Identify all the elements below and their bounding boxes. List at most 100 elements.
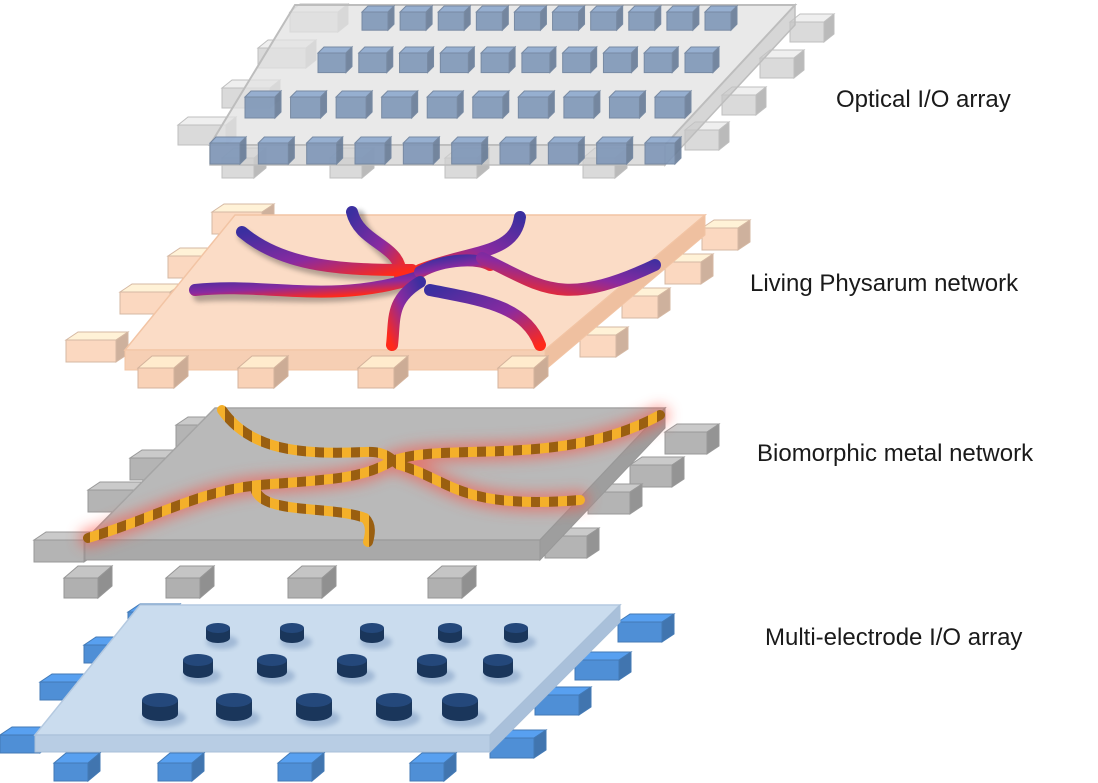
physarum-connector [136, 354, 190, 390]
optical-emitter-cube [380, 89, 419, 120]
electrode-pad [417, 654, 455, 684]
electrode-pad [337, 654, 375, 684]
optical-emitter-cube [643, 135, 683, 166]
electrode-pad [376, 693, 420, 727]
metal-connector [628, 456, 686, 488]
metal-front-connectors [62, 564, 478, 600]
optical-emitter-cube [595, 135, 634, 166]
multi-electrode-layer [0, 603, 676, 783]
layer-label-metal: Biomorphic metal network [757, 440, 1034, 467]
optical-emitter-cube [703, 4, 739, 32]
physarum-tube [476, 252, 661, 296]
optical-emitter-cube [520, 45, 558, 74]
optical-emitter-cube [289, 89, 328, 120]
physarum-connector [496, 354, 550, 390]
metal-wire [395, 460, 585, 507]
metal-wire [83, 410, 665, 543]
optical-emitter-grid [208, 4, 739, 166]
optical-emitter-cube [561, 45, 598, 74]
electrode-pad [483, 654, 521, 684]
electrode-pad [206, 623, 238, 649]
electrode-pad [296, 693, 340, 727]
optical-emitter-cube [316, 45, 354, 74]
optical-emitter-cube [257, 135, 296, 166]
optical-emitter-cube [562, 89, 602, 120]
optical-emitter-cube [305, 135, 344, 166]
optical-emitter-cube [357, 45, 394, 74]
optical-emitter-cube [450, 135, 489, 166]
layer-label-physarum: Living Physarum network [750, 270, 1019, 297]
optical-emitter-cube [665, 4, 701, 32]
electrode-pad-grid [142, 623, 536, 727]
optical-emitter-cube [513, 4, 548, 32]
metal-connector [62, 564, 114, 600]
physarum-connector [700, 219, 752, 251]
optical-emitter-cube [683, 45, 721, 74]
electrode-pad [257, 654, 295, 684]
metal-connector [164, 564, 216, 600]
physarum-connector [578, 326, 630, 358]
physarum-tubes [189, 206, 661, 351]
metal-connector [426, 564, 478, 600]
electrode-front-connectors [52, 751, 458, 783]
electrode-connector [52, 751, 102, 783]
physarum-connector [236, 354, 290, 390]
metal-wire [250, 483, 375, 547]
optical-emitter-cube [334, 89, 374, 120]
electrode-pad [360, 623, 392, 649]
electrode-plate-front [34, 734, 491, 753]
optical-emitter-cube [517, 89, 556, 120]
physarum-connector [64, 331, 130, 363]
optical-emitter-cube [398, 45, 435, 74]
electrode-pad [280, 623, 312, 649]
optical-emitter-cube [643, 45, 680, 74]
optical-emitter-cube [602, 45, 639, 74]
electrode-pad [438, 623, 470, 649]
optical-emitter-cube [353, 135, 393, 166]
physarum-network-layer [64, 203, 752, 390]
metal-connector [663, 423, 721, 455]
electrode-connector [156, 751, 206, 783]
optical-emitter-cube [439, 45, 476, 74]
optical-emitter-cube [479, 45, 517, 74]
metal-wires [83, 405, 665, 547]
physarum-front-connectors [136, 354, 550, 390]
optical-emitter-cube [360, 4, 396, 32]
optical-emitter-cube [437, 4, 472, 32]
electrode-pad [183, 654, 221, 684]
layer-label-optical: Optical I/O array [836, 86, 1011, 113]
electrode-connector [276, 751, 326, 783]
optical-emitter-cube [402, 135, 441, 166]
metal-wire [217, 405, 405, 470]
optical-emitter-cube [498, 135, 538, 166]
optical-emitter-cube [208, 135, 248, 166]
optical-emitter-cube [398, 4, 434, 32]
layer-label-electrode: Multi-electrode I/O array [765, 624, 1023, 651]
physarum-tube [189, 272, 421, 298]
optical-emitter-cube [627, 4, 662, 32]
biomorphic-metal-layer [32, 405, 721, 600]
optical-connector [788, 12, 836, 44]
electrode-pad [442, 693, 486, 727]
metal-plate-front [84, 539, 541, 561]
electrode-pad [142, 693, 186, 727]
electrode-connector [573, 651, 633, 681]
optical-emitter-cube [653, 89, 693, 120]
electrode-pad [216, 693, 260, 727]
optical-emitter-cube [551, 4, 586, 32]
physarum-tube [424, 284, 546, 351]
optical-io-array-layer [176, 2, 836, 180]
electrode-pad [504, 623, 536, 649]
physarum-tube [386, 276, 426, 351]
electrode-connector [408, 751, 458, 783]
physarum-connector [356, 354, 410, 390]
optical-emitter-cube [475, 4, 510, 32]
optical-emitter-cube [471, 89, 510, 120]
optical-connector [758, 48, 806, 80]
electrode-plate-side [489, 603, 621, 754]
metal-connector [286, 564, 338, 600]
optical-emitter-cube [243, 89, 283, 120]
optical-emitter-cube [547, 135, 586, 166]
optical-emitter-cube [608, 89, 647, 120]
